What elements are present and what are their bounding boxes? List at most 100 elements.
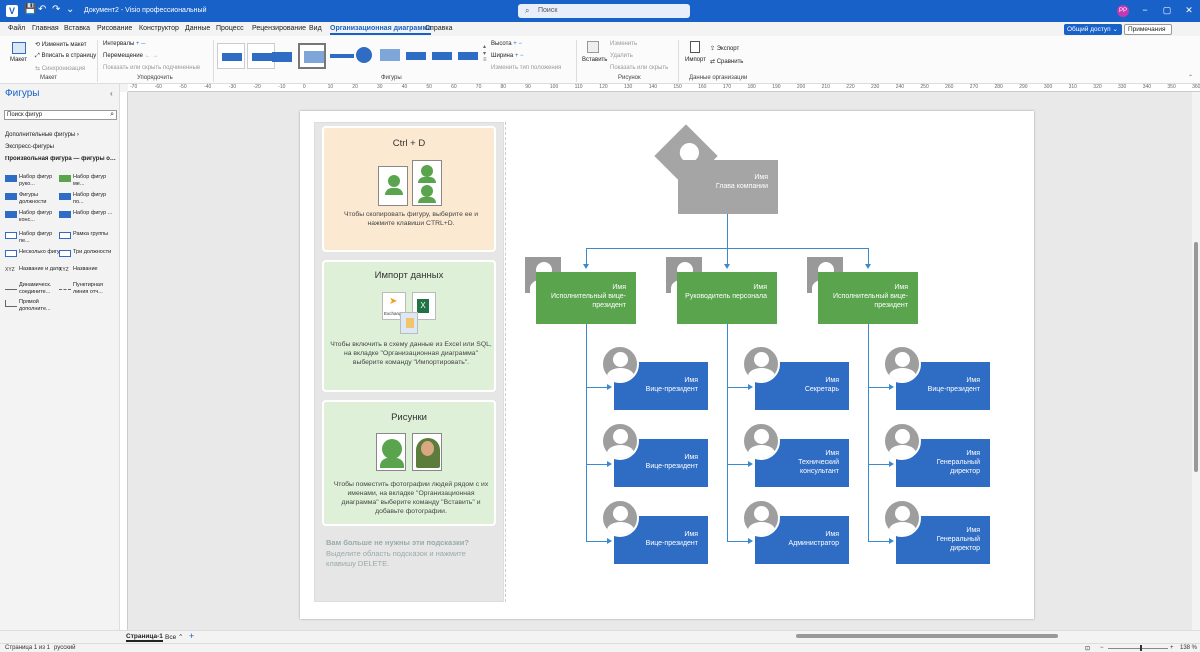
shape-style-10[interactable] — [454, 43, 482, 69]
org-box-level2[interactable]: Имя Руководитель персонала — [677, 272, 777, 324]
delete-picture-button[interactable]: Удалить — [610, 53, 633, 59]
hint-import[interactable]: Импорт данных ➤Exchange X Чтобы включить… — [322, 260, 496, 392]
tab-org-chart[interactable]: Организационная диаграмма — [330, 25, 432, 35]
fit-window-icon[interactable]: ⊡ — [1085, 646, 1091, 652]
change-text-pos-button[interactable]: Изменить тип положения — [491, 65, 562, 71]
import-button[interactable]: Импорт — [685, 57, 706, 63]
connector[interactable] — [868, 324, 869, 542]
connector[interactable] — [727, 541, 749, 542]
current-stencil-link[interactable]: Произвольная фигура — фигуры организацио… — [5, 156, 119, 162]
hint-copy[interactable]: Ctrl + D Чтобы скопировать фигуру, выбер… — [322, 126, 496, 252]
change-layout-button[interactable]: ⟲ Изменить макет — [35, 42, 87, 48]
height-control[interactable]: Высота + − — [491, 41, 522, 47]
connector[interactable] — [586, 464, 608, 465]
connector[interactable] — [727, 387, 749, 388]
connector[interactable] — [727, 214, 728, 248]
connector[interactable] — [586, 541, 608, 542]
shape-style-7[interactable] — [376, 43, 404, 69]
org-box-ceo[interactable]: Имя Глава компании — [678, 160, 778, 214]
connector[interactable] — [727, 324, 728, 542]
page-count[interactable]: Страница 1 из 1 — [5, 645, 50, 651]
redo-icon[interactable]: ↷ — [52, 4, 61, 15]
stencil-item[interactable]: Рамка группы — [59, 231, 117, 239]
org-box-level2[interactable]: Имя Исполнительный вице-президент — [536, 272, 636, 324]
connector[interactable] — [868, 464, 890, 465]
photo-placeholder-icon[interactable] — [883, 499, 921, 537]
shape-style-1[interactable] — [217, 43, 245, 69]
photo-placeholder-icon[interactable] — [742, 345, 780, 383]
photo-placeholder-icon[interactable] — [601, 345, 639, 383]
shape-style-3[interactable] — [268, 43, 296, 69]
ribbon-collapse-icon[interactable]: ⌃ — [1188, 75, 1194, 81]
zoom-level[interactable]: 138 % — [1180, 645, 1198, 651]
gallery-scroll-icon[interactable]: ▴▾≡ — [483, 44, 487, 63]
tab-draw[interactable]: Рисование — [97, 25, 133, 32]
sync-button[interactable]: ⇆ Синхронизация — [35, 66, 86, 72]
photo-placeholder-icon[interactable] — [742, 422, 780, 460]
minimize-button[interactable]: − — [1142, 5, 1148, 15]
all-pages-tab[interactable]: Все ⌃ — [165, 634, 184, 641]
connector[interactable] — [586, 324, 587, 542]
shape-style-9[interactable] — [428, 43, 456, 69]
collapse-panel-icon[interactable]: ‹ — [110, 89, 113, 98]
vertical-scroll-thumb[interactable] — [1194, 242, 1198, 472]
photo-placeholder-icon[interactable] — [601, 422, 639, 460]
stencil-item[interactable]: Набор фигур ме... — [59, 174, 117, 187]
photo-placeholder-icon[interactable] — [883, 345, 921, 383]
photo-placeholder-icon[interactable] — [742, 499, 780, 537]
stencil-item[interactable]: Набор фигур ... — [59, 210, 117, 218]
photo-placeholder-icon[interactable] — [883, 422, 921, 460]
zoom-in-icon[interactable]: + — [1170, 645, 1174, 651]
connector[interactable] — [868, 248, 869, 265]
connector[interactable] — [868, 541, 890, 542]
tab-review[interactable]: Рецензирование — [252, 25, 307, 32]
vertical-scrollbar[interactable] — [1192, 92, 1200, 630]
tab-file[interactable]: Файл — [8, 25, 26, 32]
stencil-item[interactable]: Набор фигур конс... — [5, 210, 63, 223]
page-tab[interactable]: Страница-1 — [126, 633, 163, 642]
zoom-slider[interactable] — [1108, 648, 1168, 649]
shape-style-5[interactable] — [328, 43, 356, 69]
layout-button[interactable]: Макет — [10, 57, 27, 63]
undo-icon[interactable]: ↶ — [38, 4, 47, 15]
stencil-item[interactable]: Прямой дополните... — [5, 299, 63, 312]
show-hide-picture-button[interactable]: Показать или скрыть — [610, 65, 669, 71]
shape-style-4-selected[interactable] — [298, 43, 326, 69]
fit-page-button[interactable]: ⤢ Вписать в страницу — [35, 53, 97, 59]
language-indicator[interactable]: русский — [54, 645, 76, 651]
add-page-button[interactable]: + — [189, 631, 195, 641]
quick-shapes-link[interactable]: Экспресс-фигуры — [5, 144, 54, 150]
save-icon[interactable]: 💾 — [24, 4, 37, 15]
stencil-item[interactable]: Три должности — [59, 249, 117, 257]
restore-button[interactable]: ▢ — [1162, 5, 1172, 15]
stencil-item[interactable]: Пунктирная линия отч... — [59, 282, 117, 295]
tab-data[interactable]: Данные — [185, 25, 211, 32]
search-box[interactable]: ⌕ Поиск — [518, 4, 690, 18]
stencil-item[interactable]: Набор фигур пе... — [5, 231, 63, 244]
width-control[interactable]: Ширина + − — [491, 53, 524, 59]
stencil-item[interactable]: Набор фигур по... — [59, 192, 117, 205]
horizontal-scrollbar[interactable] — [660, 633, 1192, 639]
shape-style-6[interactable] — [350, 43, 378, 69]
avatar[interactable]: РР — [1117, 5, 1129, 17]
stencil-item[interactable]: Динамическ. соедините... — [5, 282, 63, 295]
org-box-level2[interactable]: Имя Исполнительный вице-президент — [818, 272, 918, 324]
stencil-item[interactable]: Фигуры должности — [5, 192, 63, 205]
tab-process[interactable]: Процесс — [216, 25, 244, 32]
insert-button[interactable]: Вставить — [582, 57, 608, 63]
close-button[interactable]: ✕ — [1185, 5, 1193, 15]
compare-button[interactable]: ⇄ Сравнить — [710, 59, 744, 65]
stencil-item[interactable]: Несколько фигур — [5, 249, 63, 257]
move-button[interactable]: Перемещение ← → — [103, 53, 159, 59]
intervals-button[interactable]: Интервалы + ─ — [103, 41, 146, 47]
connector[interactable] — [727, 248, 728, 265]
comments-button[interactable]: Примечания — [1124, 24, 1172, 35]
tab-help[interactable]: Справка — [425, 25, 453, 32]
connector[interactable] — [586, 387, 608, 388]
tab-home[interactable]: Главная — [32, 25, 59, 32]
tab-view[interactable]: Вид — [309, 25, 322, 32]
shape-search-input[interactable]: Поиск фигур ⌕ — [4, 110, 117, 120]
shape-style-2[interactable] — [247, 43, 275, 69]
